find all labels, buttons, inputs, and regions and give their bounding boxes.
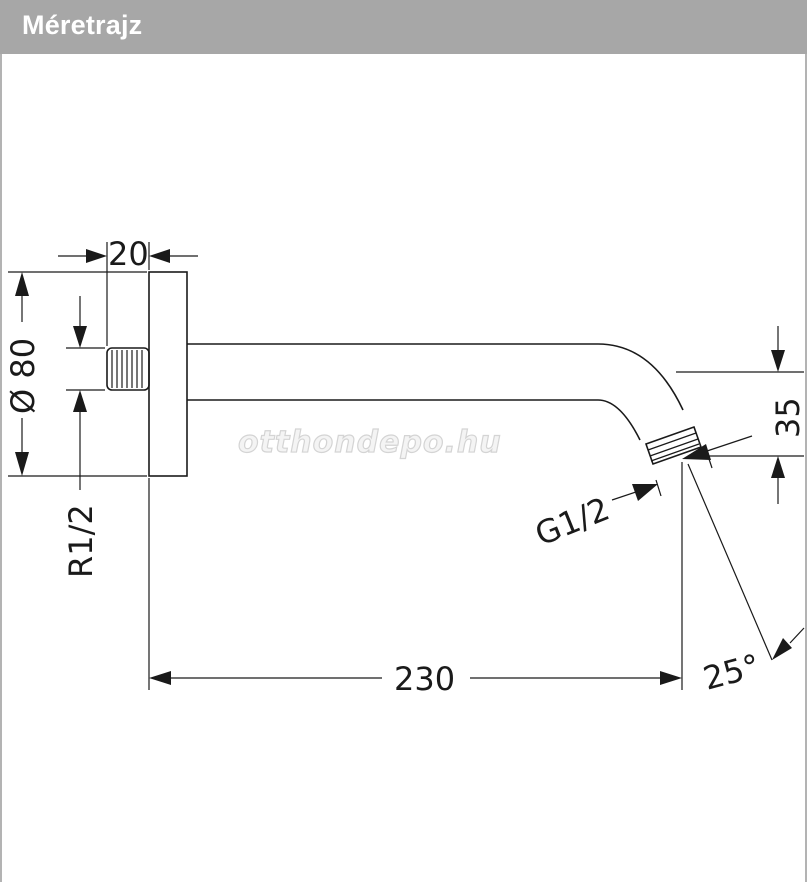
outlet-thread-label: G1/2	[530, 490, 615, 554]
shower-arm	[187, 343, 684, 441]
dim-flange-diameter	[8, 271, 147, 477]
outlet-angle-label: 25°	[699, 646, 764, 697]
flange-diameter-label: Ø 80	[4, 338, 42, 414]
outlet-nut	[644, 425, 703, 466]
dim-outlet-thread	[611, 435, 753, 501]
section-header: Méretrajz	[0, 0, 807, 54]
arm-length-label: 230	[394, 660, 455, 698]
dim-outlet-drop	[676, 326, 804, 504]
wall-flange	[148, 271, 188, 477]
dim-inlet-thread	[66, 296, 105, 490]
dim-outlet-angle	[687, 463, 805, 661]
outlet-drop-label: 35	[769, 397, 807, 438]
section-title: Méretrajz	[22, 10, 143, 40]
inlet-thread	[106, 347, 150, 391]
inlet-thread-label: R1/2	[62, 504, 100, 578]
flange-thickness-label: 20	[108, 235, 149, 273]
dim-arm-length	[148, 462, 683, 690]
watermark: otthondepo.hu	[238, 425, 502, 460]
dim-flange-thickness	[58, 242, 198, 346]
